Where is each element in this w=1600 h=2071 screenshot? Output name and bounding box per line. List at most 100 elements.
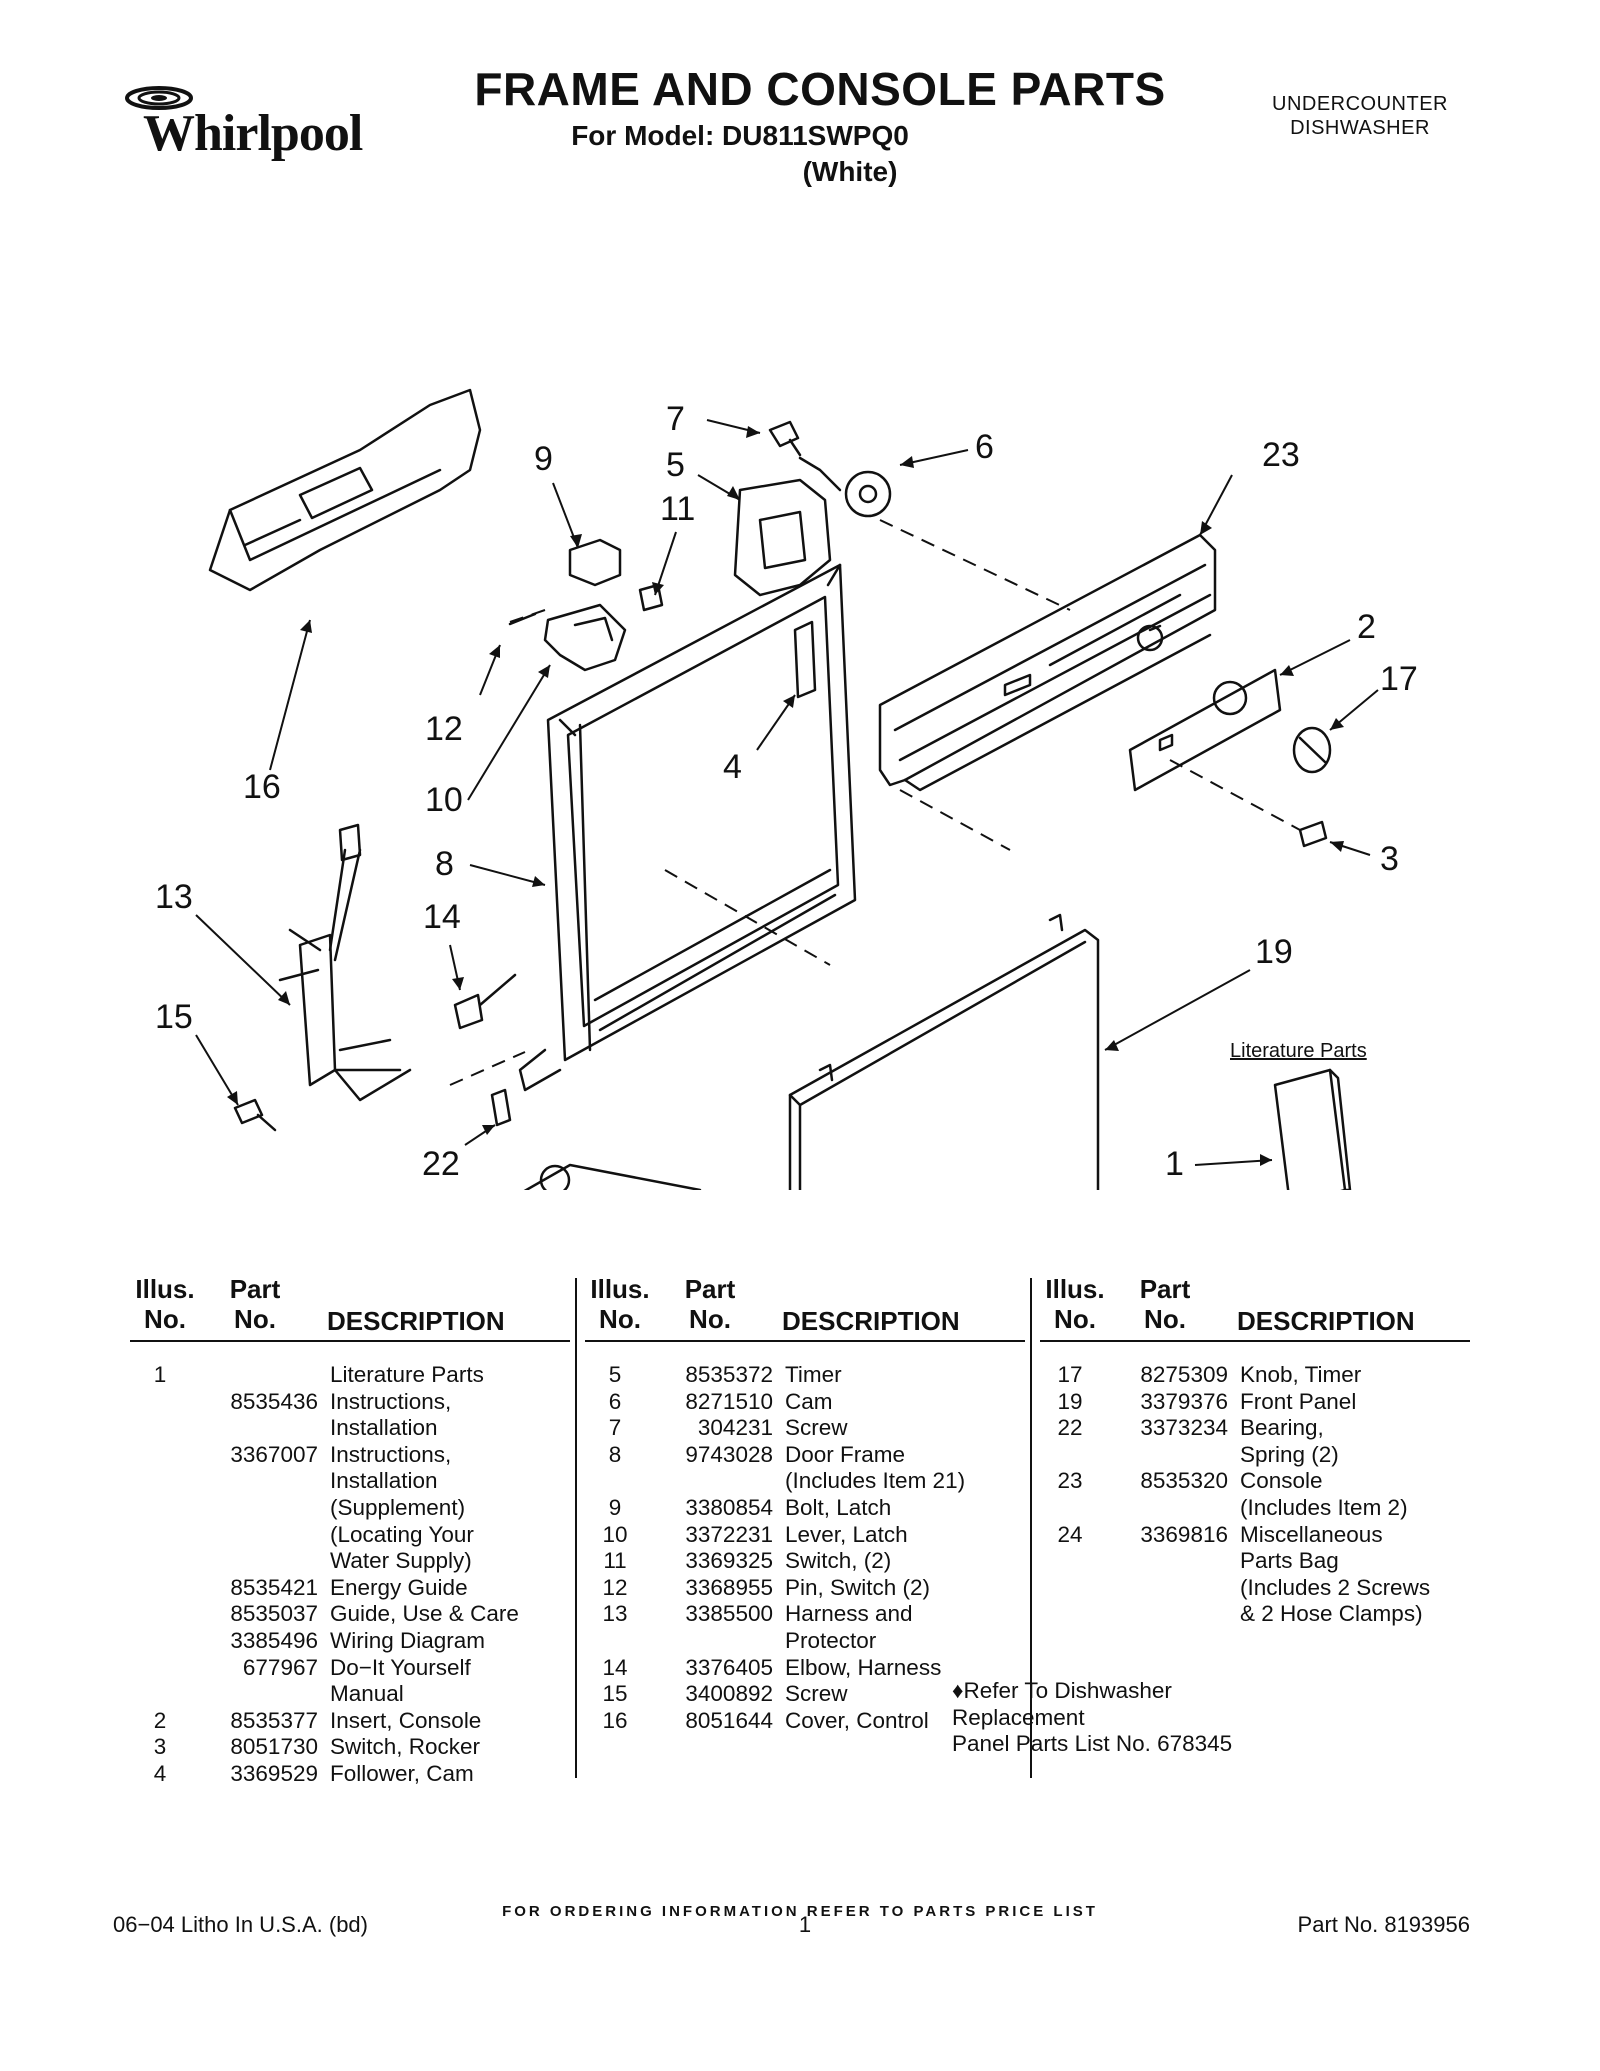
- part-description: Elbow, Harness: [785, 1654, 942, 1680]
- part-row: 8535037 Guide, Use & Care: [130, 1601, 570, 1628]
- illus-number: 13: [602, 1601, 628, 1627]
- part-row: 15 3400892 Screw: [585, 1681, 1025, 1708]
- part-description: Screw: [785, 1415, 848, 1441]
- console-drawing: [878, 533, 1217, 792]
- part-row: 3367007 Instructions, Installation (Suppl…: [130, 1442, 570, 1575]
- callout-number: 7: [666, 400, 685, 438]
- part-description: Front Panel: [1240, 1388, 1357, 1414]
- illus-number: 5: [608, 1362, 622, 1387]
- part-description: Follower, Cam: [330, 1760, 474, 1786]
- arrowhead: [1330, 841, 1344, 852]
- model-line: For Model: DU811SWPQ0: [571, 120, 909, 151]
- callout-number: 10: [425, 781, 463, 819]
- part-number: 3369325: [685, 1548, 773, 1574]
- part-number: 8535037: [230, 1601, 318, 1627]
- illus-number: 2: [153, 1707, 167, 1733]
- exploded-parts-diagram: 7 6 9 5 23 11 2 17 12 16 10 4 3 8 13 14 …: [155, 388, 1418, 1190]
- latch-parts-drawing: [508, 538, 664, 672]
- part-number: 677967: [242, 1654, 318, 1680]
- arrowhead: [1200, 521, 1212, 535]
- part-number: 8051644: [685, 1707, 773, 1733]
- part-number: 3400892: [685, 1681, 773, 1707]
- part-number: 8535320: [1140, 1468, 1228, 1494]
- illus-number: 1: [153, 1362, 167, 1387]
- timer-knob-drawing: [1292, 726, 1332, 774]
- part-description: Insert, Console: [330, 1707, 482, 1733]
- part-description: Screw: [785, 1681, 848, 1707]
- leader-arrow: [1279, 639, 1351, 676]
- part-number: 3385496: [230, 1627, 318, 1653]
- door-frame-drawing: [518, 563, 857, 1092]
- callout-number: 23: [1262, 436, 1300, 474]
- callout-number: 4: [723, 748, 742, 786]
- part-number: 3385500: [685, 1601, 773, 1627]
- part-description: Cam: [785, 1388, 833, 1414]
- part-number: 8535421: [230, 1574, 318, 1600]
- assembly-line: [1169, 759, 1301, 831]
- assembly-line: [449, 1051, 526, 1086]
- arrowhead: [570, 534, 582, 548]
- arrowhead: [783, 695, 795, 708]
- leader-arrow: [1194, 1159, 1273, 1166]
- literature-parts-caption: Literature Parts: [1230, 1040, 1367, 1062]
- replacement-panel-note: ♦Refer To Dishwasher Replacement Panel P…: [952, 1678, 1233, 1757]
- illus-number: 14: [602, 1654, 628, 1680]
- rocker-switch-drawing: [1298, 820, 1328, 848]
- arrowhead: [482, 1125, 495, 1135]
- part-number: 3367007: [230, 1441, 318, 1467]
- callout-number: 6: [975, 428, 994, 466]
- part-number: 8535372: [685, 1362, 773, 1387]
- arrowhead: [900, 456, 914, 468]
- litho-info: 06−04 Litho In U.S.A. (bd): [113, 1912, 368, 1937]
- brand-name: Whirlpool: [143, 105, 363, 162]
- arrowhead: [489, 645, 500, 658]
- part-description: Instructions, Installation (Supplement) …: [330, 1441, 474, 1574]
- leader-arrow: [467, 664, 551, 801]
- harness-screw-drawing: [233, 1098, 277, 1132]
- page-number: 1: [798, 1912, 812, 1937]
- arrowhead: [727, 486, 740, 500]
- document-part-number: Part No. 8193956: [1297, 1912, 1470, 1937]
- header-illus: Illus.No.: [135, 1274, 195, 1334]
- illus-number: 7: [608, 1415, 622, 1441]
- assembly-line: [899, 789, 1011, 851]
- leader-arrow: [195, 914, 291, 1006]
- control-cover-drawing: [208, 388, 482, 592]
- parts-bag-drawing: [523, 1163, 702, 1190]
- arrowhead: [1330, 718, 1344, 730]
- part-description: Guide, Use & Care: [330, 1601, 519, 1627]
- illus-number: 9: [608, 1494, 622, 1520]
- illus-number: 23: [1057, 1468, 1083, 1494]
- callout-number: 17: [1380, 660, 1418, 698]
- part-description: Bolt, Latch: [785, 1494, 892, 1520]
- header-illus: Illus.No.: [1045, 1274, 1105, 1334]
- part-number: 9743028: [685, 1441, 773, 1467]
- illus-number: 22: [1057, 1415, 1083, 1441]
- illus-number: 6: [608, 1388, 622, 1414]
- illus-number: 19: [1057, 1388, 1083, 1414]
- illus-number: 15: [602, 1681, 628, 1707]
- arrowhead: [652, 582, 664, 595]
- part-number: 8535436: [230, 1388, 318, 1414]
- leader-arrow: [269, 619, 311, 771]
- illus-number: 10: [602, 1521, 628, 1547]
- header-description: DESCRIPTION: [1237, 1306, 1415, 1336]
- arrowhead: [538, 665, 550, 678]
- part-description: Switch, (2): [785, 1548, 892, 1574]
- product-type-line: UNDERCOUNTER: [1272, 93, 1448, 115]
- illus-number: 4: [153, 1760, 167, 1786]
- callout-number: 3: [1380, 840, 1399, 878]
